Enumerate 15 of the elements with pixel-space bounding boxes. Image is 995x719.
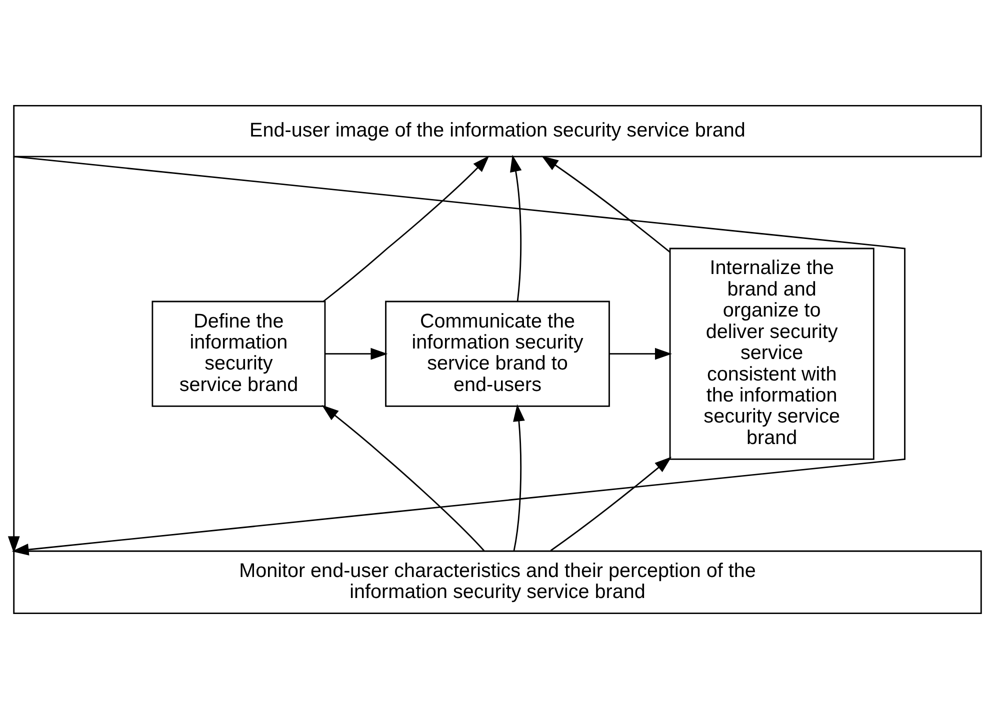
arrow (8, 156, 20, 554)
arrow (322, 404, 485, 552)
arrow (550, 456, 672, 552)
arrow (510, 154, 522, 302)
node-box: End-user image of the information security service brand (13, 104, 982, 158)
node-box: Internalize the brand and organize to deliver security service consistent with the information security service brand (669, 248, 874, 460)
arrow (325, 348, 388, 360)
arrow (323, 156, 490, 302)
arrow (541, 156, 670, 253)
node-box: Communicate the information security service brand to end-users (385, 300, 610, 407)
arrow (513, 404, 525, 551)
node-box: Monitor end-user characteristics and their perception of the information security service brand (13, 550, 982, 614)
node-box: Define the information security service brand (152, 300, 326, 407)
arrow (12, 156, 906, 556)
arrow (609, 348, 672, 360)
